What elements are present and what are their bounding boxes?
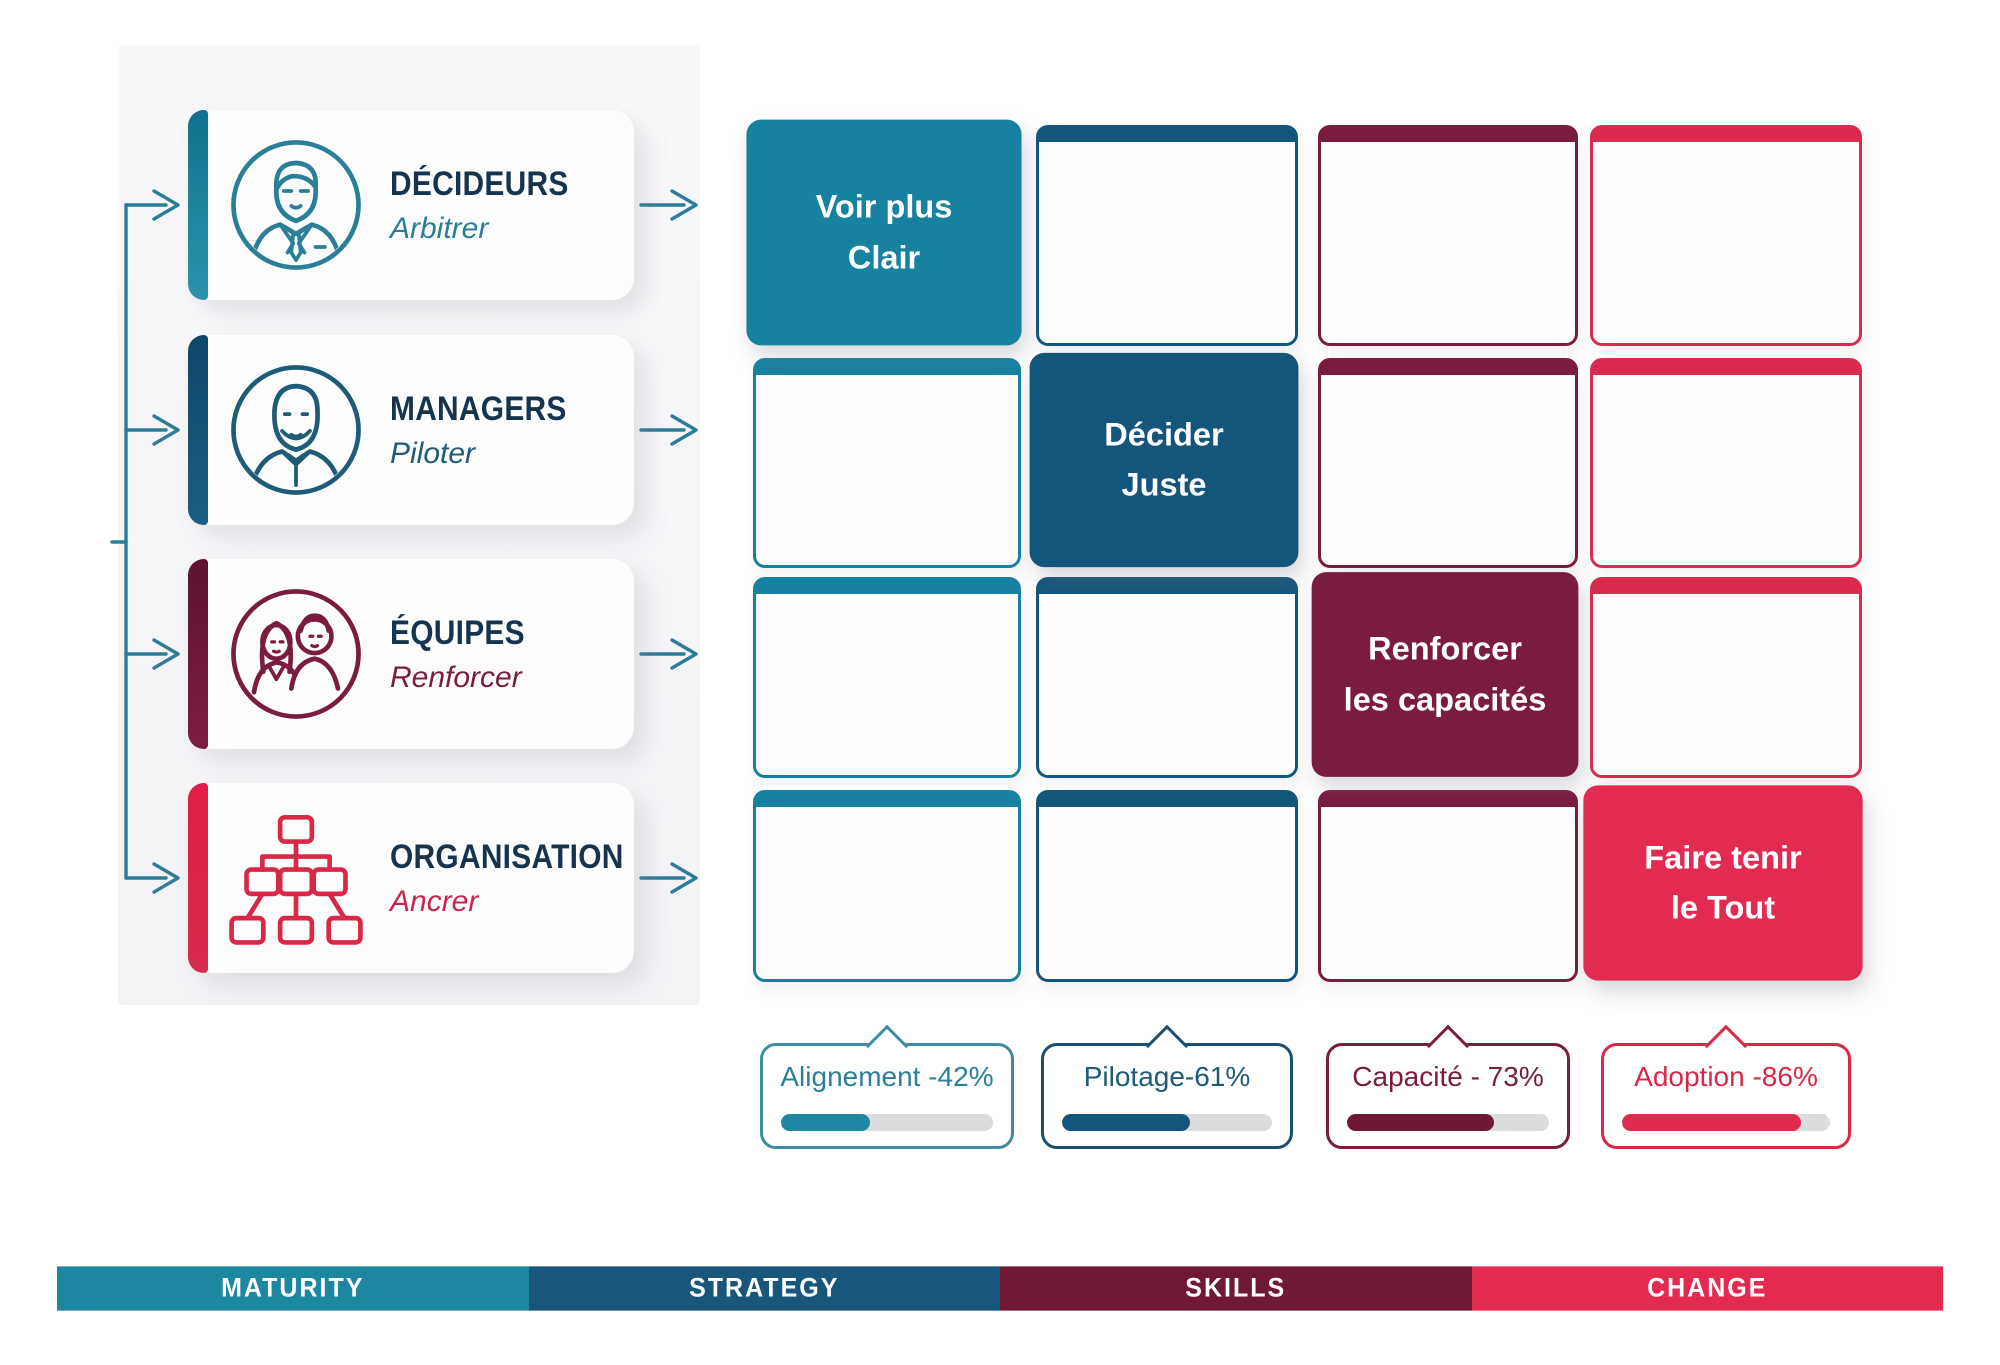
kpi-progress-fill [1622,1114,1801,1131]
matrix-cell-empty [753,577,1021,778]
matrix-cell-empty [753,790,1021,982]
kpi-progress-track [1347,1114,1549,1131]
kpi-box-pilotage: Pilotage-61% [1041,1024,1293,1149]
team-duo-icon [226,584,366,724]
kpi-progress-track [1622,1114,1830,1131]
kpi-box-capacite: Capacité - 73% [1326,1024,1570,1149]
kpi-box-alignement: Alignement -42% [760,1024,1014,1149]
matrix-cell-empty [753,358,1021,568]
matrix-cell-empty [1590,358,1862,568]
card-accent-bar [188,783,208,973]
footer-segment-change: CHANGE [1471,1266,1943,1311]
manager-portrait-icon [226,360,366,500]
role-subtitle: Arbitrer [390,211,489,245]
footer-segment-maturity: MATURITY [57,1266,529,1311]
kpi-progress-fill [781,1114,871,1131]
phase-footer-bar: MATURITY STRATEGY SKILLS CHANGE [57,1266,1943,1311]
kpi-progress-fill [1062,1114,1191,1131]
footer-segment-skills: SKILLS [1000,1266,1472,1311]
role-card-equipes: ÉQUIPES Renforcer [188,559,634,749]
card-accent-bar [188,110,208,300]
role-subtitle: Ancrer [390,884,479,918]
kpi-box-adoption: Adoption -86% [1601,1024,1851,1149]
card-accent-bar [188,335,208,525]
role-title: ORGANISATION [390,837,624,876]
kpi-progress-fill [1347,1114,1495,1131]
matrix-cell-empty [1318,790,1578,982]
kpi-progress-track [781,1114,993,1131]
matrix-cell-empty [1318,358,1578,568]
role-card-organisation: ORGANISATION Ancrer [188,783,634,973]
matrix-cell-empty [1590,125,1862,346]
matrix-cell-empty [1036,577,1298,778]
matrix-cell-empty [1036,125,1298,346]
card-accent-bar [188,559,208,749]
role-title: MANAGERS [390,389,567,428]
kpi-progress-track [1062,1114,1272,1131]
matrix-cell-empty [1318,125,1578,346]
role-card-managers: MANAGERS Piloter [188,335,634,525]
matrix-cell-empty [1036,790,1298,982]
role-title: DÉCIDEURS [390,164,569,203]
executive-portrait-icon [226,135,366,275]
role-title: ÉQUIPES [390,613,525,652]
role-subtitle: Piloter [390,436,476,470]
footer-segment-strategy: STRATEGY [528,1266,1000,1311]
org-chart-icon [226,808,366,948]
matrix-cell-empty [1590,577,1862,778]
role-card-decideurs: DÉCIDEURS Arbitrer [188,110,634,300]
role-subtitle: Renforcer [390,660,522,694]
